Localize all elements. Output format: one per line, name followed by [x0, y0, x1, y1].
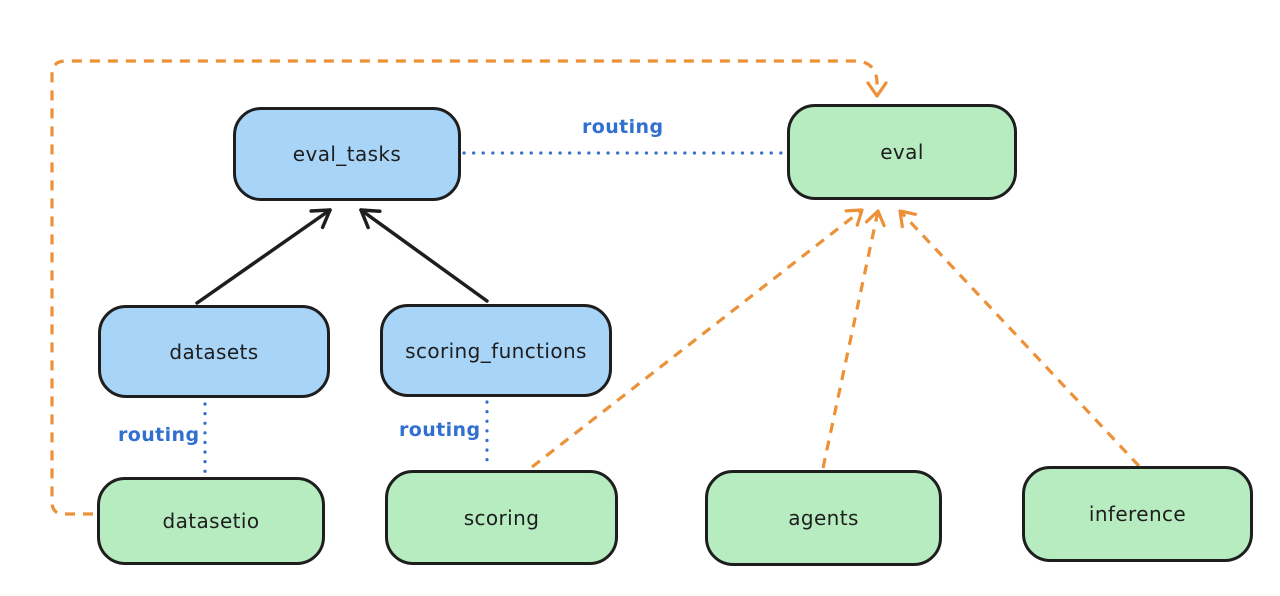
edge-scoring-to-eval	[531, 208, 864, 469]
edge-inference-to-eval	[898, 209, 1141, 468]
node-eval-tasks: eval_tasks	[233, 107, 461, 201]
node-scoring-label: scoring	[463, 505, 540, 530]
node-datasets-label: datasets	[169, 339, 259, 364]
node-inference: inference	[1022, 466, 1253, 562]
edge-agents-to-eval	[821, 209, 886, 469]
node-eval-tasks-label: eval_tasks	[292, 142, 402, 166]
node-inference-label: inference	[1088, 502, 1187, 526]
node-scoring-functions: scoring_functions	[380, 304, 612, 397]
node-eval: eval	[787, 104, 1017, 200]
node-agents-label: agents	[788, 506, 859, 530]
node-eval-label: eval	[880, 140, 924, 164]
node-datasets: datasets	[98, 305, 330, 398]
node-datasetio-label: datasetio	[162, 509, 260, 533]
routing-label-datasets-datasetio: routing	[118, 424, 200, 446]
edge-datasets-to-eval-tasks	[195, 208, 332, 305]
routing-label-eval-tasks-eval: routing	[582, 116, 664, 138]
node-scoring: scoring	[385, 470, 618, 565]
routing-label-scoring-functions-scoring: routing	[399, 419, 481, 441]
edge-datasetio-to-eval	[50, 59, 888, 516]
node-scoring-functions-label: scoring_functions	[405, 338, 587, 363]
node-agents: agents	[705, 470, 942, 566]
edge-scoring-functions-to-eval-tasks	[359, 208, 489, 303]
node-datasetio: datasetio	[97, 477, 325, 565]
